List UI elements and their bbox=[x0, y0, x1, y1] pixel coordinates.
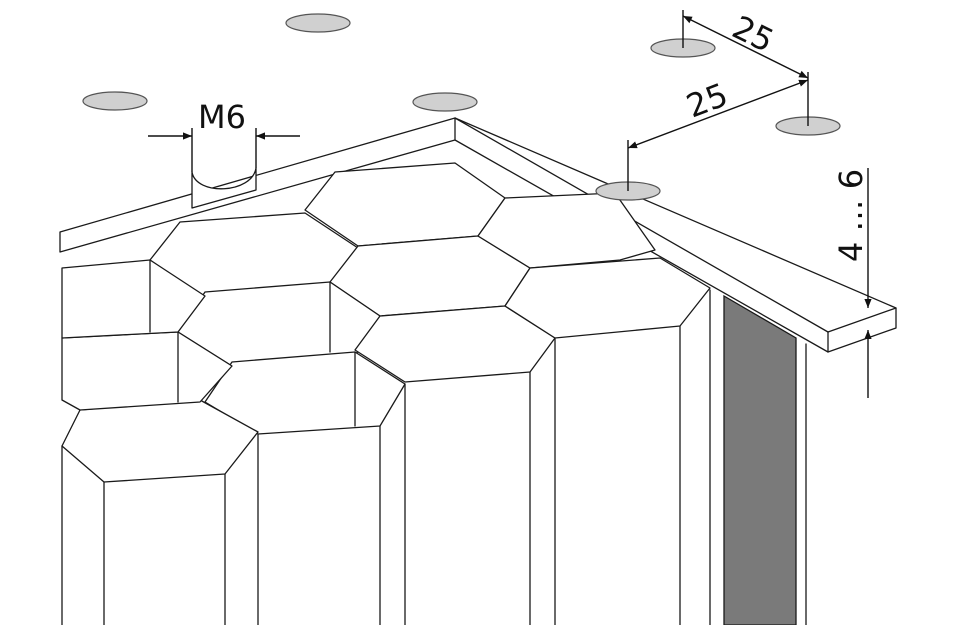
face-plate bbox=[59, 117, 897, 353]
label-thickness: 4 … 6 bbox=[832, 169, 870, 262]
label-25-lower: 25 bbox=[681, 75, 733, 125]
hole bbox=[82, 91, 148, 111]
label-m6: M6 bbox=[198, 98, 246, 136]
dimension-m6: M6 bbox=[148, 98, 300, 172]
hole bbox=[412, 92, 478, 112]
m6-notch bbox=[191, 167, 257, 209]
dimension-25-lower: 25 bbox=[627, 75, 809, 191]
edge-band bbox=[723, 294, 807, 625]
hex-cell bbox=[61, 259, 206, 339]
hole bbox=[285, 13, 351, 33]
hex-cell bbox=[504, 257, 711, 339]
dimension-thickness: 4 … 6 bbox=[832, 168, 872, 398]
label-25-upper: 25 bbox=[726, 8, 779, 60]
cell-walls bbox=[61, 259, 711, 625]
